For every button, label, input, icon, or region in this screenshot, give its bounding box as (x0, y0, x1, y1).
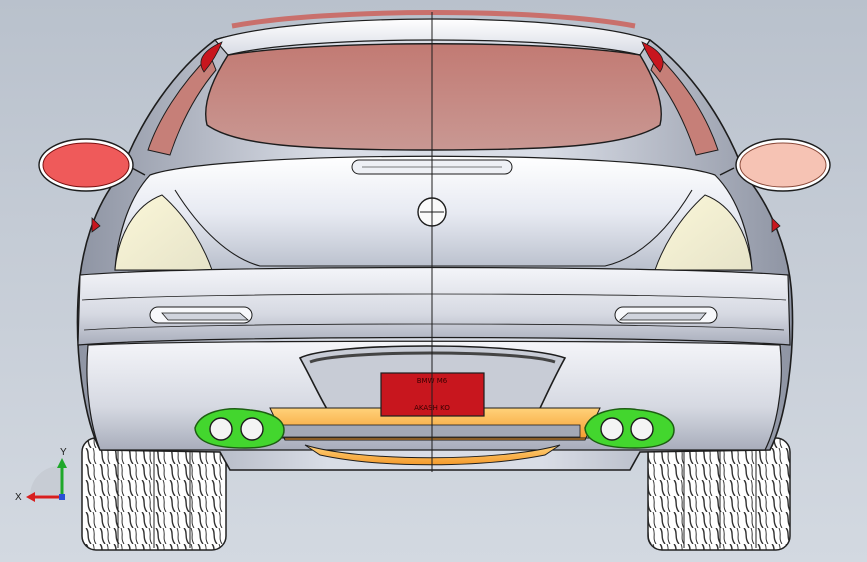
car-body (76, 10, 794, 471)
rear-left-tire (81, 437, 227, 551)
rear-right-tire (647, 437, 791, 551)
axis-triad: Y X (15, 447, 67, 503)
mirror-left (38, 138, 146, 192)
rear-window (205, 43, 662, 151)
exhaust-right (584, 408, 675, 449)
x-axis-label: X (15, 492, 22, 503)
z-axis-point (59, 494, 65, 500)
exhaust-left (194, 408, 285, 449)
y-axis-label: Y (60, 447, 67, 458)
mirror-right (719, 138, 831, 192)
